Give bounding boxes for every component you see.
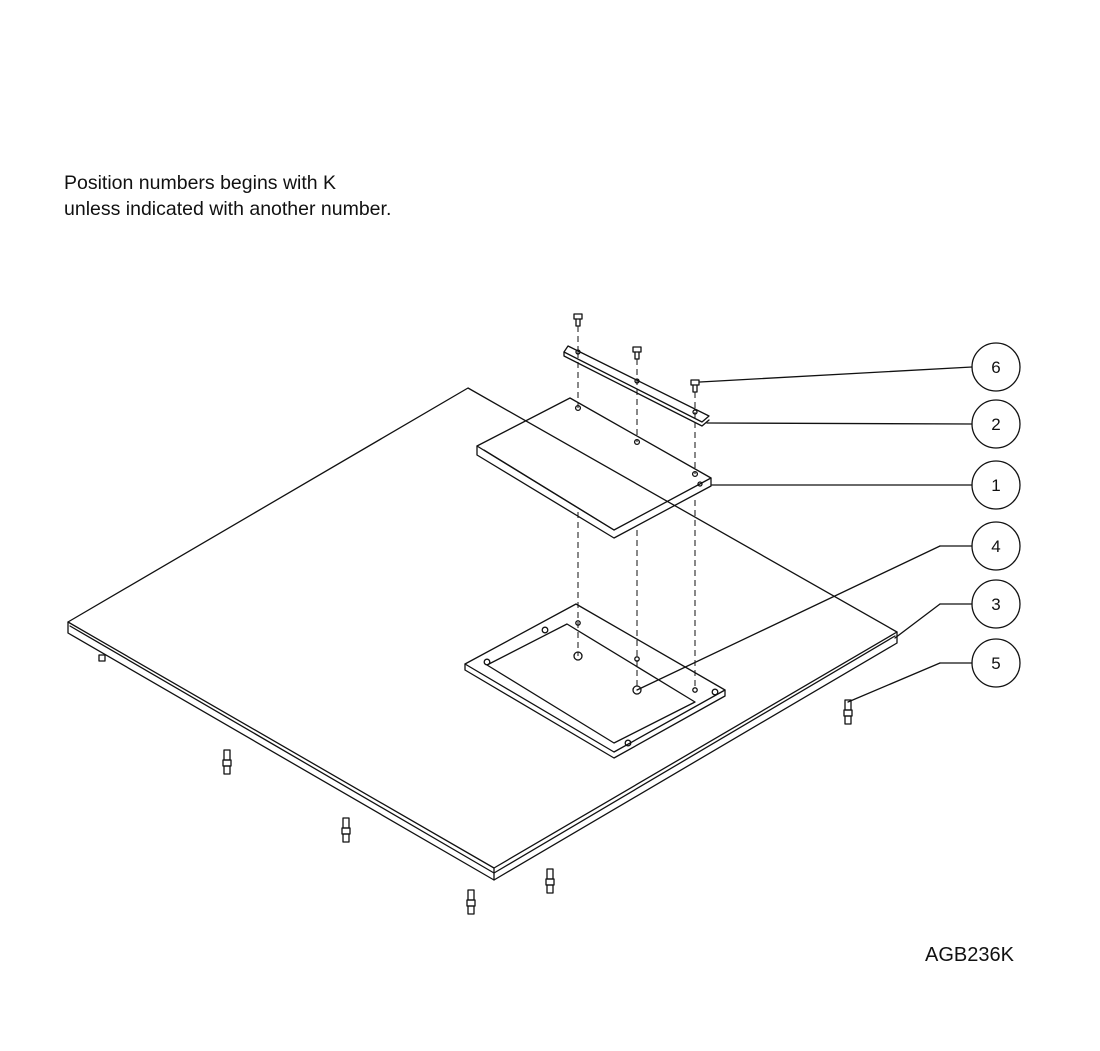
position-note-line-2: unless indicated with another number. [64, 198, 392, 220]
callout-6-label: 6 [991, 358, 1000, 377]
feet [98, 654, 853, 915]
callout-5-label: 5 [991, 654, 1000, 673]
drawing-id: AGB236K [925, 944, 1014, 966]
callout-1-label: 1 [991, 476, 1000, 495]
position-note-line-1: Position numbers begins with K [64, 172, 337, 194]
position-note: Position numbers begins with K unless in… [64, 170, 391, 222]
leader-lines [636, 366, 973, 703]
callout-2: 2 [971, 399, 1021, 449]
callout-5: 5 [971, 638, 1021, 688]
callout-3-label: 3 [991, 595, 1000, 614]
callout-4: 4 [971, 521, 1021, 571]
mounting-frame [464, 603, 726, 759]
base-plate [67, 387, 898, 881]
assembly-lines [577, 326, 696, 690]
callout-1: 1 [971, 460, 1021, 510]
callout-3: 3 [971, 579, 1021, 629]
callout-6: 6 [971, 342, 1021, 392]
callout-2-label: 2 [991, 415, 1000, 434]
callout-4-label: 4 [991, 537, 1000, 556]
cover-plate [476, 397, 712, 539]
